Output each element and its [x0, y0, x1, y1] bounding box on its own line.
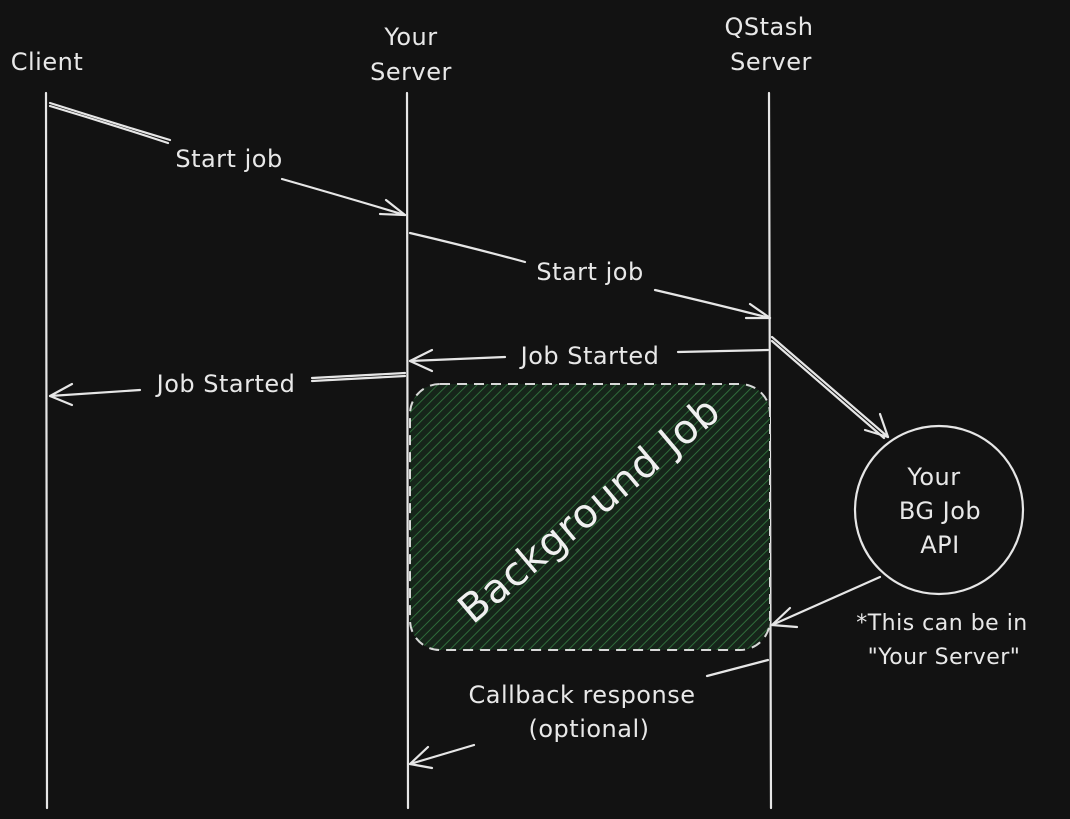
msg-server-start-job: Start job [536, 258, 643, 286]
msg-server-job-started: Job Started [155, 370, 296, 398]
participant-qstash-line2: Server [730, 48, 812, 76]
lifeline-your-server [405, 91, 410, 810]
msg-callback-line1: Callback response [469, 681, 696, 709]
arrow-qstash-to-bg-job-api [770, 335, 890, 440]
msg-client-start-job: Start job [175, 145, 282, 173]
arrow-server-to-qstash-start-job [408, 231, 772, 320]
participant-qstash-line1: QStash [725, 13, 814, 41]
msg-qstash-job-started: Job Started [519, 342, 660, 370]
bg-job-api-line3: API [920, 531, 959, 559]
note-line1: *This can be in [856, 611, 1028, 636]
background-job-box [409, 383, 771, 651]
bg-job-api-line2: BG Job [899, 497, 981, 525]
lifeline-client [44, 91, 49, 810]
bg-job-api-circle [853, 424, 1025, 596]
participant-your-server-line1: Your [383, 23, 437, 51]
participant-qstash-label: QStash Server [725, 13, 814, 76]
participant-your-server-label: Your Server [370, 23, 452, 86]
note-line2: "Your Server" [868, 645, 1021, 670]
arrow-bg-job-api-to-qstash [770, 575, 882, 629]
participant-client-label: Client [11, 48, 83, 76]
arrow-server-to-client-job-started [48, 371, 407, 407]
arrow-qstash-to-server-callback [408, 658, 770, 770]
bg-job-api-line1: Your [906, 463, 960, 491]
participant-your-server-line2: Server [370, 58, 452, 86]
msg-callback-line2: (optional) [529, 715, 650, 743]
arrow-client-to-server-start-job [48, 101, 407, 217]
arrow-qstash-to-server-job-started [408, 348, 770, 373]
